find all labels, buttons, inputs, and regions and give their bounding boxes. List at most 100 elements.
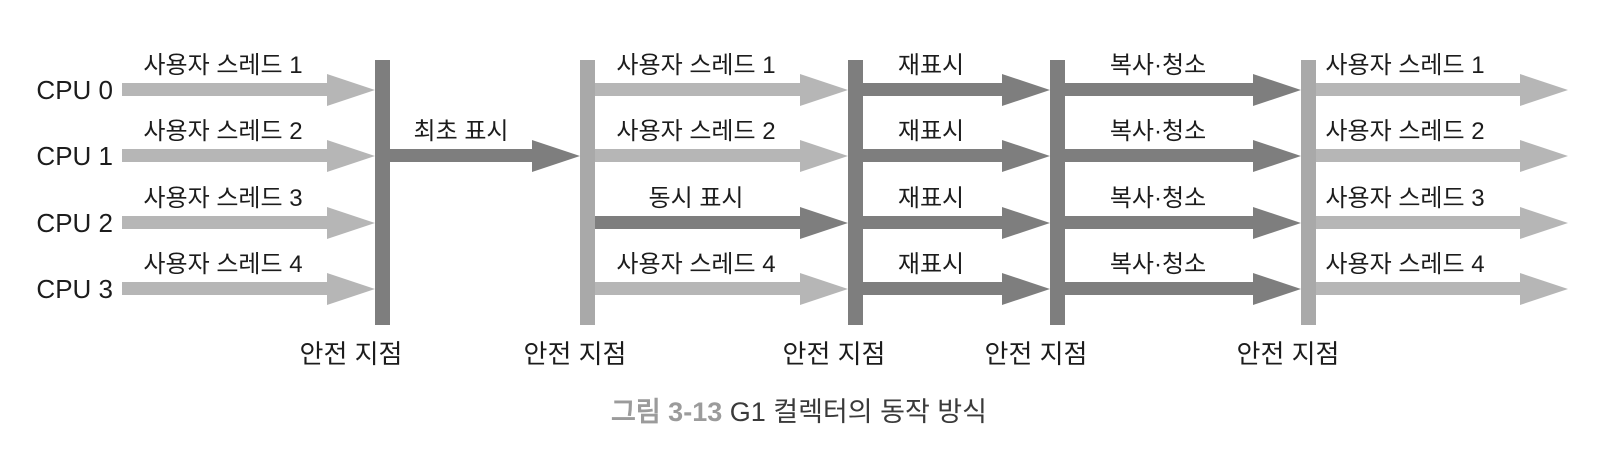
arrowhead-icon [327,74,375,106]
user-thread-arrow [122,140,375,172]
arrowhead-icon [1253,207,1301,239]
arrowhead-icon [327,140,375,172]
arrowhead-icon [1253,140,1301,172]
user-thread-arrow [595,74,848,106]
arrow-stem [122,282,331,295]
arrow-stem [863,83,1006,96]
safe-point-label-2: 안전 지점 [523,339,627,369]
arrowhead-icon [1520,74,1568,106]
user-out-label-2: 사용자 스레드 2 [1325,118,1485,145]
user-in-label-2: 사용자 스레드 2 [143,118,303,145]
cpu-label-0: CPU 0 [36,75,113,105]
copy-clean-label-4: 복사·청소 [1109,251,1207,278]
arrowhead-icon [1253,74,1301,106]
arrow-stem [1065,282,1257,295]
user-thread-arrow [122,207,375,239]
remark-label-3: 재표시 [897,185,965,212]
cpu-label-2: CPU 2 [36,208,113,238]
copy-clean-arrow [1065,140,1301,172]
remark-arrow [863,140,1050,172]
remark-arrow [863,207,1050,239]
arrow-stem [122,149,331,162]
arrowhead-icon [1520,207,1568,239]
user-in-label-4: 사용자 스레드 4 [143,251,303,278]
arrow-stem [595,282,804,295]
arrowhead-icon [327,207,375,239]
safe-point-label-4: 안전 지점 [984,339,1088,369]
arrowhead-icon [800,74,848,106]
figure-title: G1 컬렉터의 동작 방식 [722,397,987,427]
safe-point-label-5: 안전 지점 [1236,339,1340,369]
concurrent-mark-arrow [595,207,848,239]
safe-point-label-1: 안전 지점 [299,339,403,369]
remark-label-4: 재표시 [897,251,965,278]
user-in-label-3: 사용자 스레드 3 [143,185,303,212]
user-thread-arrow [1316,207,1568,239]
arrowhead-icon [1520,273,1568,305]
initial-mark-label: 최초 표시 [413,118,509,145]
remark-arrow [863,273,1050,305]
remark-arrow [863,74,1050,106]
initial-mark-arrow [390,140,580,172]
safepoint-bar-1 [375,60,390,325]
safe-point-label-3: 안전 지점 [782,339,886,369]
user-out-label-4: 사용자 스레드 4 [1325,251,1485,278]
copy-clean-arrow [1065,207,1301,239]
safepoint-bar-5 [1301,60,1316,325]
arrowhead-icon [1002,207,1050,239]
remark-label-1: 재표시 [897,52,965,79]
arrow-stem [595,149,804,162]
concurrent-mark-label: 동시 표시 [648,185,744,212]
arrow-stem [1316,83,1524,96]
arrowhead-icon [532,140,580,172]
arrow-stem [1316,216,1524,229]
arrow-stem [863,216,1006,229]
arrow-stem [1316,149,1524,162]
user-thread-arrow [1316,273,1568,305]
concurrent-label-1: 사용자 스레드 1 [616,52,776,79]
arrowhead-icon [1002,140,1050,172]
safepoint-bar-2 [580,60,595,325]
safepoint-bar-3 [848,60,863,325]
copy-clean-label-2: 복사·청소 [1109,118,1207,145]
arrowhead-icon [800,207,848,239]
figure-caption: 그림 3-13 G1 컬렉터의 동작 방식 [0,394,1598,430]
arrow-stem [1065,149,1257,162]
user-thread-arrow [1316,74,1568,106]
copy-clean-label-1: 복사·청소 [1109,52,1207,79]
user-thread-arrow [122,273,375,305]
arrow-stem [122,216,331,229]
arrow-stem [1316,282,1524,295]
arrow-stem [595,83,804,96]
arrow-stem [390,149,536,162]
user-out-label-1: 사용자 스레드 1 [1325,52,1485,79]
arrowhead-icon [1253,273,1301,305]
user-thread-arrow [595,273,848,305]
copy-clean-label-3: 복사·청소 [1109,185,1207,212]
arrow-stem [595,216,804,229]
arrowhead-icon [800,140,848,172]
arrow-stem [863,282,1006,295]
remark-label-2: 재표시 [897,118,965,145]
arrowhead-icon [1002,273,1050,305]
safepoint-bar-4 [1050,60,1065,325]
copy-clean-arrow [1065,74,1301,106]
user-in-label-1: 사용자 스레드 1 [143,52,303,79]
arrowhead-icon [800,273,848,305]
concurrent-label-4: 사용자 스레드 4 [616,251,776,278]
user-thread-arrow [122,74,375,106]
arrow-stem [1065,83,1257,96]
user-thread-arrow [1316,140,1568,172]
user-thread-arrow [595,140,848,172]
cpu-label-3: CPU 3 [36,274,113,304]
arrowhead-icon [327,273,375,305]
arrow-stem [863,149,1006,162]
user-out-label-3: 사용자 스레드 3 [1325,185,1485,212]
figure-number: 그림 3-13 [611,397,723,427]
concurrent-label-2: 사용자 스레드 2 [616,118,776,145]
arrowhead-icon [1520,140,1568,172]
copy-clean-arrow [1065,273,1301,305]
arrow-stem [122,83,331,96]
cpu-label-1: CPU 1 [36,141,113,171]
